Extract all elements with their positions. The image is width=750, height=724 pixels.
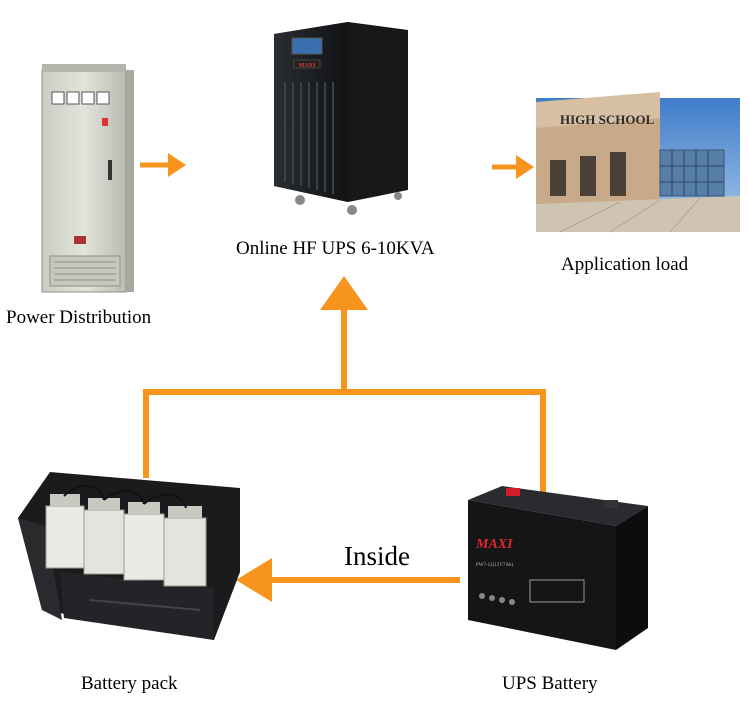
battery-pack-label: Battery pack bbox=[81, 673, 178, 694]
battery-to-ups-connector bbox=[143, 276, 546, 492]
ups-battery-label: UPS Battery bbox=[502, 673, 598, 694]
application-load-label: Application load bbox=[561, 254, 689, 275]
school-sign: HIGH SCHOOL bbox=[560, 112, 655, 127]
arrow-power-to-ups bbox=[140, 153, 186, 177]
ups-battery-model: PW7-12(12V7Ah) bbox=[476, 563, 514, 568]
power-distribution-label: Power Distribution bbox=[6, 307, 152, 328]
application-load-image: HIGH SCHOOL bbox=[536, 92, 740, 233]
ups-battery-brand: MAXI bbox=[475, 537, 513, 552]
battery-pack-image bbox=[18, 472, 240, 640]
ups-label: Online HF UPS 6-10KVA bbox=[236, 238, 435, 259]
arrow-inside bbox=[236, 558, 460, 602]
ups-badge: MAXI bbox=[299, 63, 316, 69]
arrow-up-to-ups bbox=[320, 276, 368, 310]
arrow-ups-to-load bbox=[492, 155, 534, 179]
ups-tower-image: MAXI bbox=[274, 22, 408, 215]
ups-battery-image: MAXI PW7-12(12V7Ah) bbox=[468, 486, 648, 650]
inside-edge-label: Inside bbox=[344, 541, 410, 571]
power-distribution-cabinet-image bbox=[41, 64, 134, 293]
